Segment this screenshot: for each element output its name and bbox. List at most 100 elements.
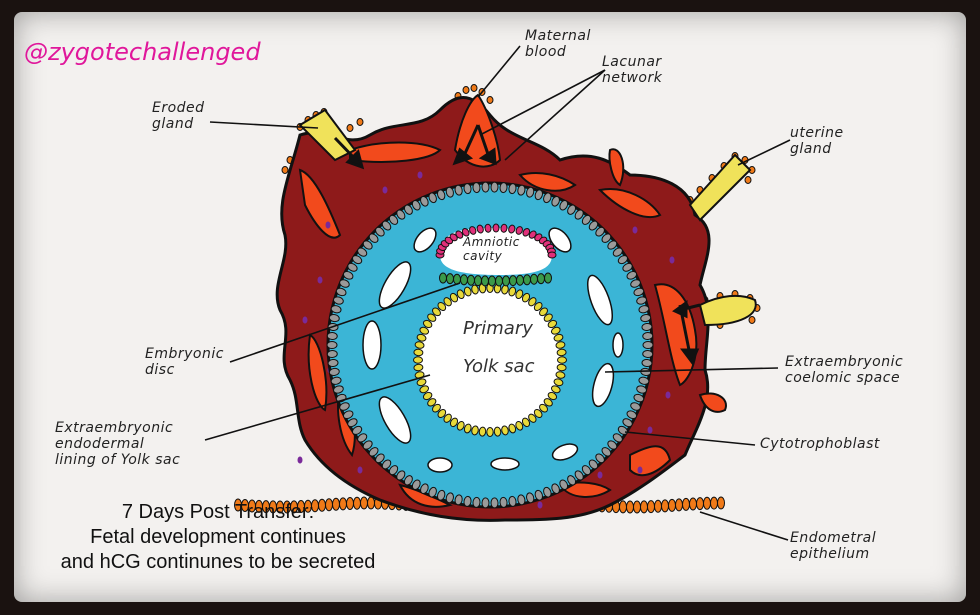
bead [460,274,468,286]
bead [588,220,599,231]
bead [515,420,524,431]
bead [481,181,490,193]
bead [362,240,373,250]
bead [515,226,523,235]
label-extraembryonic-endodermal: Extraembryonic endodermal lining of Yolk… [55,420,181,468]
nucleus-dot [637,466,643,474]
bead [455,230,464,239]
bead [508,495,517,507]
nucleus-dot [297,456,303,464]
bead [388,214,399,225]
bead [689,497,697,511]
bead [636,296,647,305]
bead [416,333,427,342]
bead [633,500,641,514]
bead [396,209,406,220]
bead [630,402,641,411]
bead [463,183,472,195]
label-cytotrophoblast: Cytotrophoblast [760,436,880,452]
bead [543,313,553,322]
bead [508,423,517,434]
label-lacunar-network: Lacunar network [602,54,663,86]
leader-lines [204,45,791,541]
bead [420,196,429,207]
label-primary: Primary [463,318,533,339]
bead [472,496,481,508]
bead [517,184,526,196]
bead [619,500,627,514]
bead [388,465,399,476]
bead [469,226,477,235]
bead [617,255,629,265]
bead [607,440,618,450]
bead [588,459,599,470]
bead [281,166,289,174]
bead [420,483,429,494]
bead [326,350,338,359]
amniotic-cavity [440,228,552,275]
bead [703,496,711,510]
bead [342,270,354,280]
bead [413,356,423,364]
bead [581,214,592,225]
nucleus-dot [632,226,638,234]
bead [556,363,567,372]
bead [396,470,406,481]
primary-yolk-sac [418,288,562,432]
bead [328,367,340,376]
yolk-sac-beads [413,283,567,437]
bead [351,255,363,265]
label-extraembryonic-coelomic-space: Extraembryonic coelomic space [785,354,904,386]
bead [454,494,463,506]
bead [471,425,479,436]
embryonic-disc-beads [439,272,552,287]
bead [481,497,490,509]
bead [362,440,373,450]
label-amniotic-cavity: Amniotic cavity [463,235,520,263]
bead [351,425,363,435]
bead [612,247,623,257]
bead [544,272,552,284]
bead [422,319,433,329]
bead [717,496,725,510]
bead [414,341,425,349]
bead [339,402,350,411]
bead [463,495,472,507]
caption-line-1: 7 Days Post Transfer: [121,501,315,523]
bead [534,489,543,501]
bead [515,289,524,300]
bead [356,118,364,126]
bead [419,385,430,394]
nucleus-dot [597,471,603,479]
bead [500,223,508,233]
bead [413,348,424,357]
bead [559,200,569,211]
bead [539,307,548,317]
bead [346,124,354,132]
bead [339,279,350,288]
bead [612,433,623,443]
bead [547,251,557,259]
bead [581,465,592,476]
label-endometrial-epithelium: Endometral epithelium [790,530,877,562]
bead [668,498,676,512]
bead [437,409,447,418]
bead [567,204,577,215]
bead [555,341,566,349]
bead [449,292,459,303]
bead [463,286,472,297]
bead [445,492,454,504]
nucleus-dot [317,276,323,284]
lacuna [608,148,625,187]
amnion-beads [435,223,557,259]
bead [553,378,564,387]
bead [471,284,479,295]
lacuna [349,141,442,163]
bead [342,410,354,420]
nucleus-dot [357,466,363,474]
nucleus-dot [537,501,543,509]
bead [626,410,638,420]
bead [488,275,496,287]
lacuna [307,333,328,412]
